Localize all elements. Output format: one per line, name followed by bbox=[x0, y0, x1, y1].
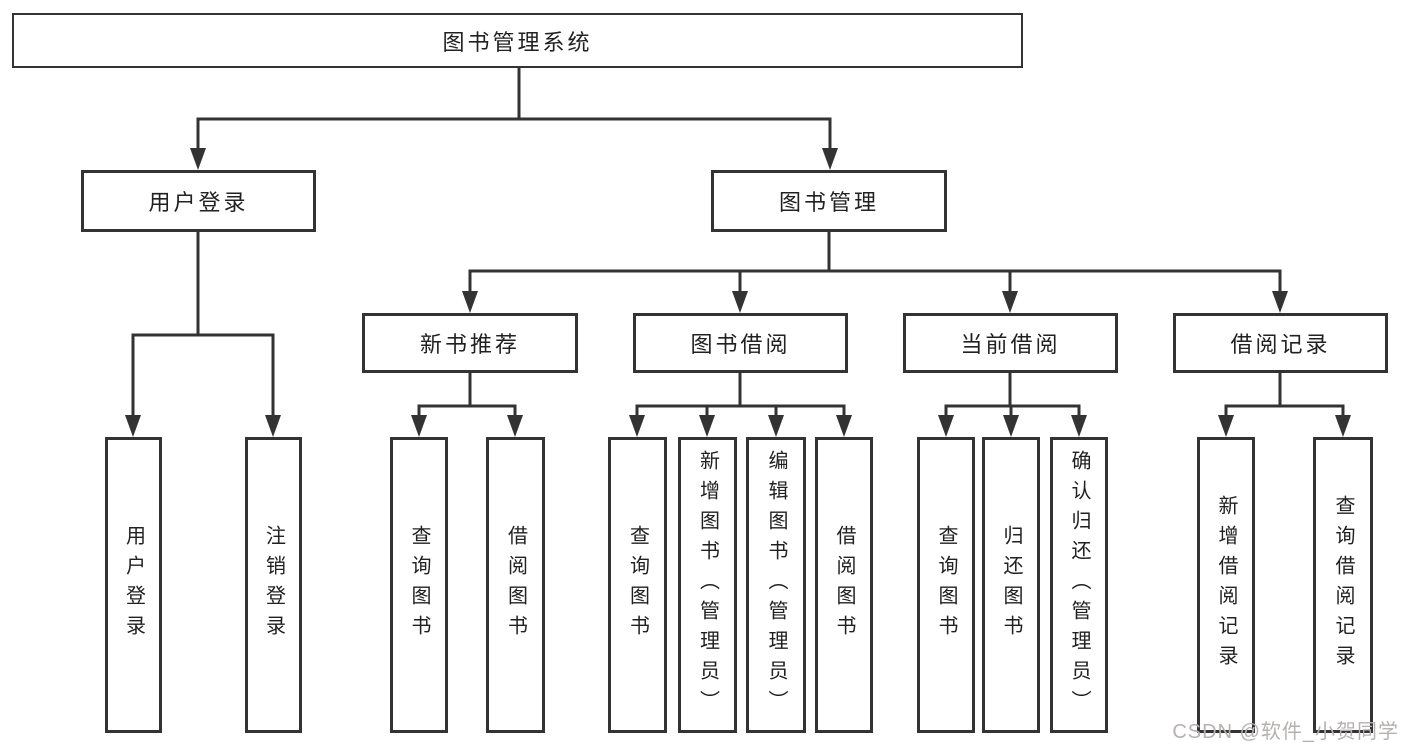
connector-root-to-level2 bbox=[196, 68, 832, 152]
leaf-borrow-query-label: 查询图书 bbox=[626, 525, 649, 645]
connector-strokes bbox=[131, 68, 1345, 418]
leaf-records-query: 查询借阅记录 bbox=[1313, 437, 1373, 733]
leaf-borrow-borrow: 借阅图书 bbox=[815, 437, 873, 733]
leaf-current-return-label: 归还图书 bbox=[1000, 525, 1022, 645]
leaf-borrow-query: 查询图书 bbox=[608, 437, 667, 733]
connector-login-to-leaves bbox=[131, 232, 275, 418]
leaf-records-add: 新增借阅记录 bbox=[1197, 437, 1255, 733]
leaf-borrow-edit-label: 编辑图书（管理员） bbox=[765, 450, 787, 720]
node-new-book-recommend: 新书推荐 bbox=[362, 313, 578, 373]
node-user-login-label: 用户登录 bbox=[148, 190, 249, 215]
leaf-current-return: 归还图书 bbox=[982, 437, 1040, 733]
connector-newbook-to-leaves bbox=[417, 373, 517, 418]
connector-borrowing-to-leaves bbox=[635, 373, 846, 418]
leaf-newbook-borrow-label: 借阅图书 bbox=[504, 525, 527, 645]
connector-arrowheads bbox=[125, 148, 1351, 437]
node-book-borrowing-label: 图书借阅 bbox=[690, 332, 791, 357]
node-root-label: 图书管理系统 bbox=[442, 29, 593, 55]
leaf-newbook-query: 查询图书 bbox=[390, 437, 448, 733]
leaf-user-login-label: 用户登录 bbox=[122, 525, 145, 645]
node-user-login: 用户登录 bbox=[81, 170, 316, 232]
leaf-newbook-query-label: 查询图书 bbox=[408, 525, 430, 645]
node-book-management: 图书管理 bbox=[711, 170, 947, 232]
csdn-watermark: CSDN @软件_小贺同学 bbox=[1172, 721, 1399, 743]
node-borrowing-records: 借阅记录 bbox=[1173, 313, 1388, 373]
node-new-book-recommend-label: 新书推荐 bbox=[419, 332, 520, 357]
connector-records-to-leaves bbox=[1224, 373, 1345, 418]
leaf-current-confirm: 确认归还（管理员） bbox=[1050, 437, 1108, 733]
leaf-current-query-label: 查询图书 bbox=[935, 525, 957, 645]
leaf-logout-label: 注销登录 bbox=[262, 525, 285, 645]
leaf-logout: 注销登录 bbox=[245, 437, 302, 733]
node-current-borrowing: 当前借阅 bbox=[903, 313, 1118, 373]
node-book-management-label: 图书管理 bbox=[778, 190, 879, 215]
connector-current-to-leaves bbox=[944, 373, 1081, 418]
leaf-records-query-label: 查询借阅记录 bbox=[1332, 495, 1354, 675]
node-root: 图书管理系统 bbox=[12, 13, 1023, 68]
leaf-borrow-borrow-label: 借阅图书 bbox=[833, 525, 855, 645]
leaf-current-confirm-label: 确认归还（管理员） bbox=[1068, 450, 1090, 720]
leaf-borrow-add-label: 新增图书（管理员） bbox=[696, 450, 719, 720]
node-book-borrowing: 图书借阅 bbox=[633, 313, 848, 373]
leaf-records-add-label: 新增借阅记录 bbox=[1215, 495, 1237, 675]
node-current-borrowing-label: 当前借阅 bbox=[960, 332, 1061, 357]
node-borrowing-records-label: 借阅记录 bbox=[1230, 332, 1331, 357]
leaf-current-query: 查询图书 bbox=[917, 437, 975, 733]
leaf-newbook-borrow: 借阅图书 bbox=[486, 437, 545, 733]
connector-mgmt-to-level3 bbox=[468, 232, 1282, 295]
leaf-borrow-add: 新增图书（管理员） bbox=[678, 437, 737, 733]
leaf-user-login: 用户登录 bbox=[105, 437, 162, 733]
leaf-borrow-edit: 编辑图书（管理员） bbox=[746, 437, 806, 733]
